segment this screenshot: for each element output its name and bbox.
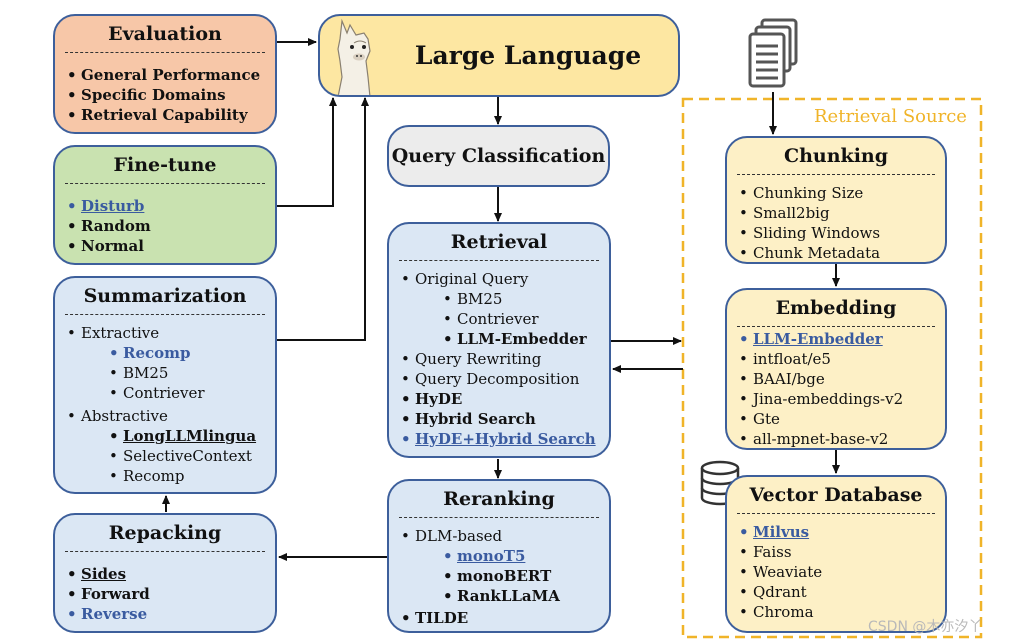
llm-box: Large Language Model xyxy=(318,14,680,97)
retrieval-item: Query Decomposition xyxy=(401,369,609,389)
chunking-item: Chunking Size xyxy=(739,183,945,203)
repacking-item: Forward xyxy=(67,584,275,604)
watermark: CSDN @木亦汐丫 xyxy=(868,619,983,635)
evaluation-item: Retrieval Capability xyxy=(67,105,275,125)
retrieval-item: HyDE xyxy=(401,389,609,409)
finetune-box: Fine-tune Disturb Random Normal xyxy=(53,145,277,265)
chunking-item: Chunk Metadata xyxy=(739,243,945,262)
embedding-title: Embedding xyxy=(737,290,935,327)
retrieval-item: Hybrid Search xyxy=(401,409,609,429)
embedding-item: intfloat/e5 xyxy=(739,349,945,369)
retrieval-title: Retrieval xyxy=(399,224,599,261)
repacking-title: Repacking xyxy=(65,515,265,552)
vector-database-item: Qdrant xyxy=(739,582,945,602)
summarization-item: LongLLMlingua xyxy=(109,426,275,446)
vector-database-item: Milvus xyxy=(739,522,945,542)
llama-icon xyxy=(337,18,371,95)
finetune-title: Fine-tune xyxy=(65,147,265,184)
summarization-item: SelectiveContext xyxy=(109,446,275,466)
finetune-item: Disturb xyxy=(67,196,275,216)
finetune-item: Random xyxy=(67,216,275,236)
retrieval-item: HyDE+Hybrid Search xyxy=(401,429,609,449)
summarization-box: Summarization Extractive Recomp BM25 Con… xyxy=(53,276,277,494)
summarization-item: Contriever xyxy=(109,383,275,403)
retrieval-item: LLM-Embedder xyxy=(443,329,609,349)
reranking-item: monoBERT xyxy=(443,566,609,586)
reranking-item: monoT5 xyxy=(443,546,609,566)
repacking-item: Sides xyxy=(67,564,275,584)
summarization-item: Recomp xyxy=(109,343,275,363)
retrieval-box: Retrieval Original Query BM25 Contriever… xyxy=(387,222,611,458)
llm-title: Large Language Model xyxy=(414,41,642,70)
reranking-dlm: DLM-based xyxy=(401,526,609,546)
chunking-box: Chunking Chunking Size Small2big Sliding… xyxy=(725,136,947,264)
evaluation-title: Evaluation xyxy=(65,16,265,53)
reranking-item: RankLLaMA xyxy=(443,586,609,606)
chunking-item: Sliding Windows xyxy=(739,223,945,243)
retrieval-source-label: Retrieval Source xyxy=(814,106,967,127)
reranking-box: Reranking DLM-based monoT5 monoBERT Rank… xyxy=(387,479,611,633)
retrieval-item: Contriever xyxy=(443,309,609,329)
evaluation-item: Specific Domains xyxy=(67,85,275,105)
evaluation-box: Evaluation General Performance Specific … xyxy=(53,14,277,134)
vector-database-item: Faiss xyxy=(739,542,945,562)
embedding-box: Embedding LLM-Embedder intfloat/e5 BAAI/… xyxy=(725,288,947,450)
vector-database-item: Chroma xyxy=(739,602,945,622)
arrow-finetune-llm xyxy=(277,97,337,207)
query-classification-title: Query Classification xyxy=(391,145,606,167)
retrieval-item: BM25 xyxy=(443,289,609,309)
embedding-item: Jina-embeddings-v2 xyxy=(739,389,945,409)
finetune-item: Normal xyxy=(67,236,275,256)
embedding-item: BAAI/bge xyxy=(739,369,945,389)
repacking-item: Reverse xyxy=(67,604,275,624)
retrieval-source-frame xyxy=(681,97,983,639)
repacking-box: Repacking Sides Forward Reverse xyxy=(53,513,277,633)
query-classification-box: Query Classification xyxy=(387,125,610,187)
retrieval-item: Query Rewriting xyxy=(401,349,609,369)
summarization-extractive: Extractive xyxy=(67,323,275,343)
summarization-item: Recomp xyxy=(109,466,275,486)
vector-database-title: Vector Database xyxy=(737,477,935,514)
embedding-item: all-mpnet-base-v2 xyxy=(739,429,945,448)
summarization-title: Summarization xyxy=(65,278,265,315)
reranking-title: Reranking xyxy=(399,481,599,518)
vector-database-box: Vector Database Milvus Faiss Weaviate Qd… xyxy=(725,475,947,633)
arrow-summarization-llm xyxy=(277,97,369,341)
embedding-item: LLM-Embedder xyxy=(739,329,945,349)
chunking-title: Chunking xyxy=(737,138,935,175)
reranking-tilde: TILDE xyxy=(401,608,609,628)
chunking-item: Small2big xyxy=(739,203,945,223)
evaluation-item: General Performance xyxy=(67,65,275,85)
documents-icon xyxy=(748,18,798,88)
summarization-abstractive: Abstractive xyxy=(67,406,275,426)
vector-database-item: Weaviate xyxy=(739,562,945,582)
embedding-item: Gte xyxy=(739,409,945,429)
summarization-item: BM25 xyxy=(109,363,275,383)
retrieval-original-query: Original Query xyxy=(401,269,609,289)
